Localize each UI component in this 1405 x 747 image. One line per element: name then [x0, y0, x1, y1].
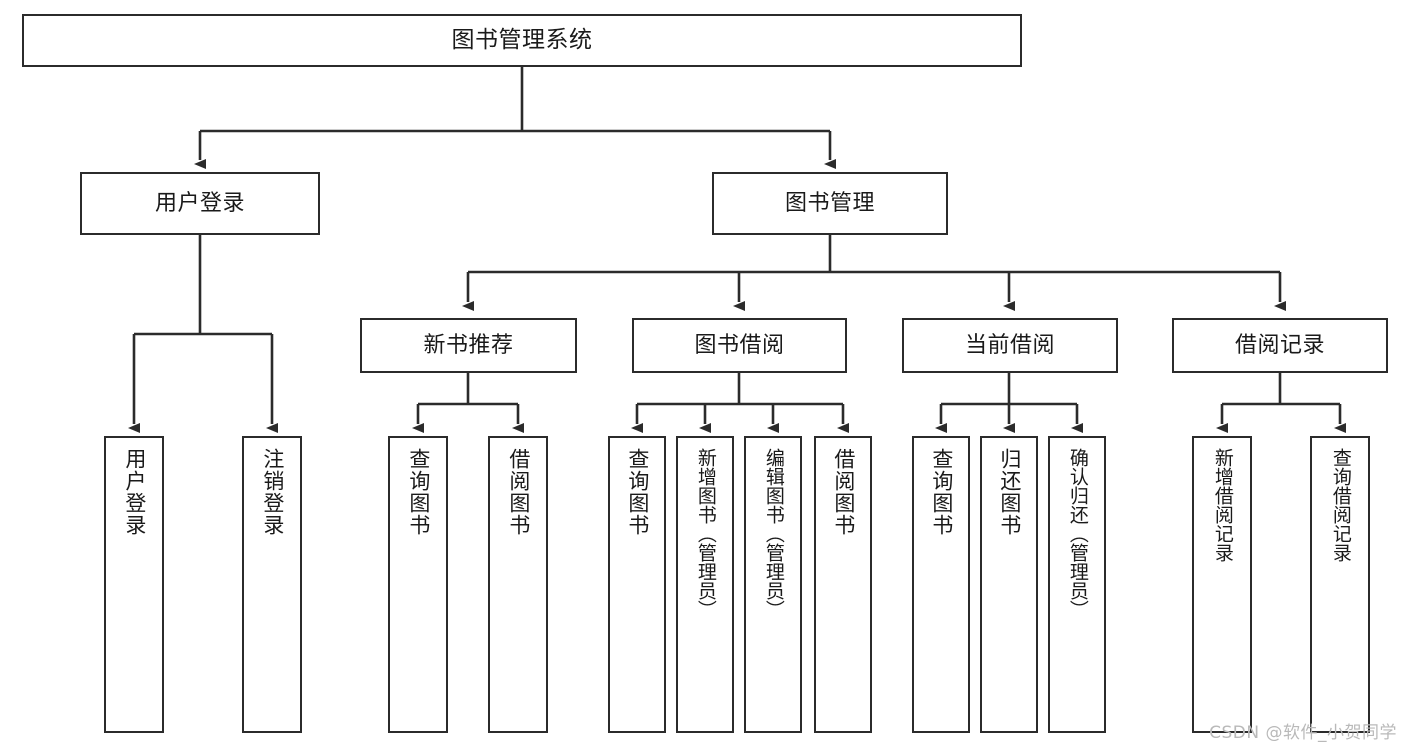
node-label: 注销登录	[260, 448, 285, 536]
node-book-management[interactable]: 图书管理	[712, 172, 948, 235]
node-label: 归还图书	[997, 448, 1022, 536]
node-label: 借阅记录	[1234, 332, 1325, 358]
node-label: 图书借阅	[694, 332, 785, 358]
leaf-book-borrow-edit-book-admin[interactable]: 编辑图书（管理员）	[744, 436, 802, 733]
node-book-management-system[interactable]: 图书管理系统	[22, 14, 1022, 67]
node-new-book-recommend[interactable]: 新书推荐	[360, 318, 577, 373]
node-current-borrow[interactable]: 当前借阅	[902, 318, 1118, 373]
node-label: 查询图书	[929, 448, 954, 536]
leaf-current-borrow-confirm-return-admin[interactable]: 确认归还（管理员）	[1048, 436, 1106, 733]
leaf-book-borrow-add-book-admin[interactable]: 新增图书（管理员）	[676, 436, 734, 733]
node-label: 用户登录	[122, 448, 147, 536]
node-label: 当前借阅	[964, 332, 1055, 358]
leaf-book-borrow-borrow-book[interactable]: 借阅图书	[814, 436, 872, 733]
leaf-new-book-borrow-book[interactable]: 借阅图书	[488, 436, 548, 733]
node-label: 编辑图书（管理员）	[762, 448, 785, 619]
node-label: 借阅图书	[831, 448, 856, 536]
leaf-current-borrow-query-book[interactable]: 查询图书	[912, 436, 970, 733]
node-book-borrow[interactable]: 图书借阅	[632, 318, 847, 373]
leaf-current-borrow-return-book[interactable]: 归还图书	[980, 436, 1038, 733]
node-label: 新书推荐	[423, 332, 514, 358]
node-label: 图书管理	[784, 190, 875, 216]
leaf-borrow-record-add-record[interactable]: 新增借阅记录	[1192, 436, 1252, 733]
node-label: 图书管理系统	[451, 26, 593, 53]
node-label: 确认归还（管理员）	[1066, 448, 1089, 619]
node-user-login[interactable]: 用户登录	[80, 172, 320, 235]
leaf-user-login-login[interactable]: 用户登录	[104, 436, 164, 733]
node-label: 新增借阅记录	[1211, 448, 1234, 562]
node-label: 查询图书	[406, 448, 431, 536]
leaf-borrow-record-query-record[interactable]: 查询借阅记录	[1310, 436, 1370, 733]
csdn-watermark: CSDN @软件_小贺同学	[1209, 723, 1397, 743]
node-borrow-record[interactable]: 借阅记录	[1172, 318, 1388, 373]
node-label: 查询借阅记录	[1329, 448, 1352, 562]
node-label: 新增图书（管理员）	[694, 448, 717, 619]
node-label: 借阅图书	[506, 448, 531, 536]
node-label: 查询图书	[625, 448, 650, 536]
leaf-user-login-logout[interactable]: 注销登录	[242, 436, 302, 733]
leaf-new-book-query-book[interactable]: 查询图书	[388, 436, 448, 733]
leaf-book-borrow-query-book[interactable]: 查询图书	[608, 436, 666, 733]
node-label: 用户登录	[154, 190, 245, 216]
